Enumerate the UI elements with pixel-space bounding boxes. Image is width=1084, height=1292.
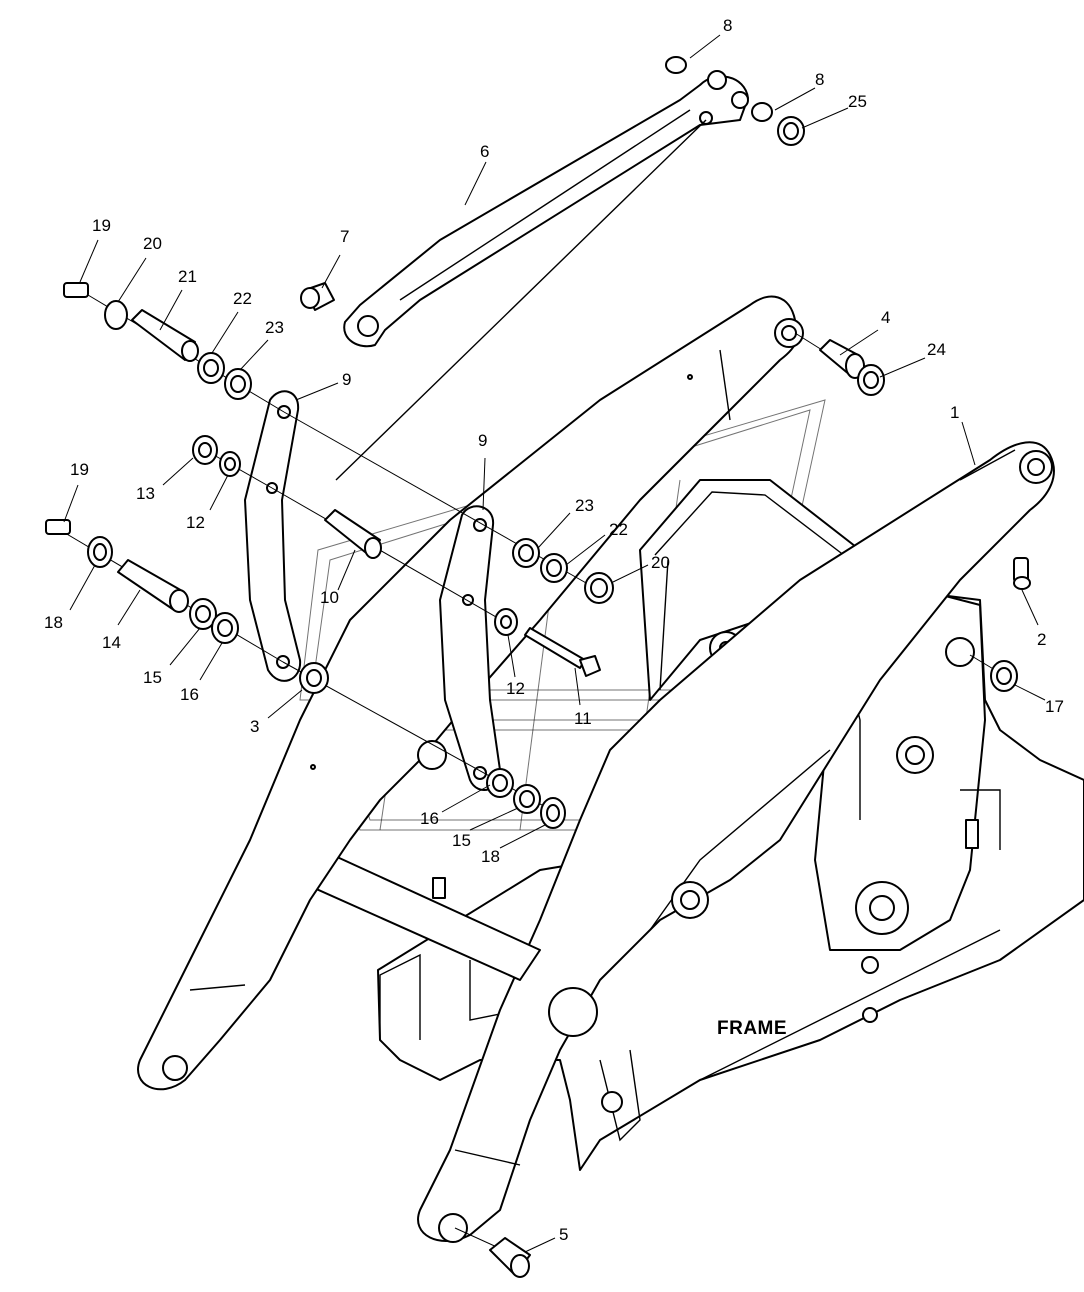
callout-23: 23: [575, 496, 594, 515]
callout-12: 12: [186, 513, 205, 532]
callout-18: 18: [44, 613, 63, 632]
callout-16: 16: [420, 809, 439, 828]
callout-11: 11: [574, 709, 592, 728]
callout-6: 6: [480, 142, 489, 161]
callout-15: 15: [143, 668, 162, 687]
callout-18: 18: [481, 847, 500, 866]
callout-8: 8: [815, 70, 824, 89]
callout-21: 21: [178, 267, 197, 286]
callout-23: 23: [265, 318, 284, 337]
callout-8: 8: [723, 16, 732, 35]
callout-22: 22: [609, 520, 628, 539]
callout-13: 13: [136, 484, 155, 503]
callout-2: 2: [1037, 630, 1046, 649]
callout-15: 15: [452, 831, 471, 850]
callout-22: 22: [233, 289, 252, 308]
callout-1: 1: [950, 403, 959, 422]
callout-9: 9: [478, 431, 487, 450]
callout-labels: 8 8 25 6 7 19 20 21 22 23 4 24 9 9 1 13 …: [44, 16, 1064, 1244]
callout-4: 4: [881, 308, 890, 327]
long-center-line: [335, 119, 707, 481]
lift-arm: [417, 441, 1055, 1243]
callout-9: 9: [342, 370, 351, 389]
tilt-link: [343, 70, 749, 348]
callout-24: 24: [927, 340, 946, 359]
callout-20: 20: [143, 234, 162, 253]
callout-19: 19: [70, 460, 89, 479]
small-parts: [45, 56, 1031, 1278]
callout-10: 10: [320, 588, 339, 607]
callout-20: 20: [651, 553, 670, 572]
callout-17: 17: [1045, 697, 1064, 716]
frame-label: FRAME: [717, 1018, 787, 1039]
leader-lines: [63, 34, 1046, 1253]
callout-16: 16: [180, 685, 199, 704]
callout-5: 5: [559, 1225, 568, 1244]
callout-19: 19: [92, 216, 111, 235]
callout-12: 12: [506, 679, 525, 698]
callout-7: 7: [340, 227, 349, 246]
callout-25: 25: [848, 92, 867, 111]
callout-3: 3: [250, 717, 259, 736]
callout-14: 14: [102, 633, 121, 652]
tilt-plate-left: [244, 390, 302, 682]
